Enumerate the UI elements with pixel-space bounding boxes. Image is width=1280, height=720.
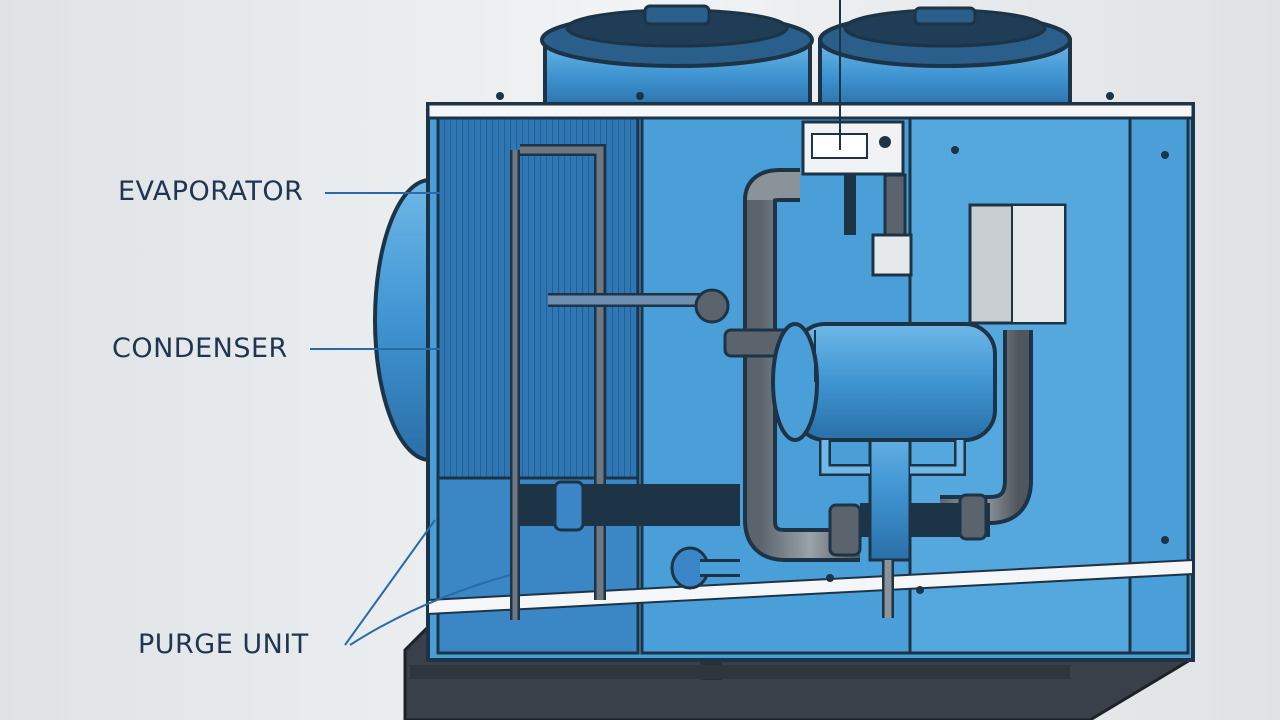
purge-unit-leader-a: [344, 519, 436, 646]
fan-housings: [540, 4, 1072, 112]
receiver-tank: [771, 322, 997, 618]
purge-unit-leader-b: [349, 574, 511, 646]
evaporator-label: EVAPORATOR: [118, 176, 304, 207]
purge-unit-label: PURGE UNIT: [138, 629, 309, 660]
leader-lines: [310, 192, 511, 646]
condenser-label: CONDENSER: [112, 333, 288, 364]
control-panel: [801, 120, 1067, 325]
refrigerant-piping: [510, 144, 1033, 620]
